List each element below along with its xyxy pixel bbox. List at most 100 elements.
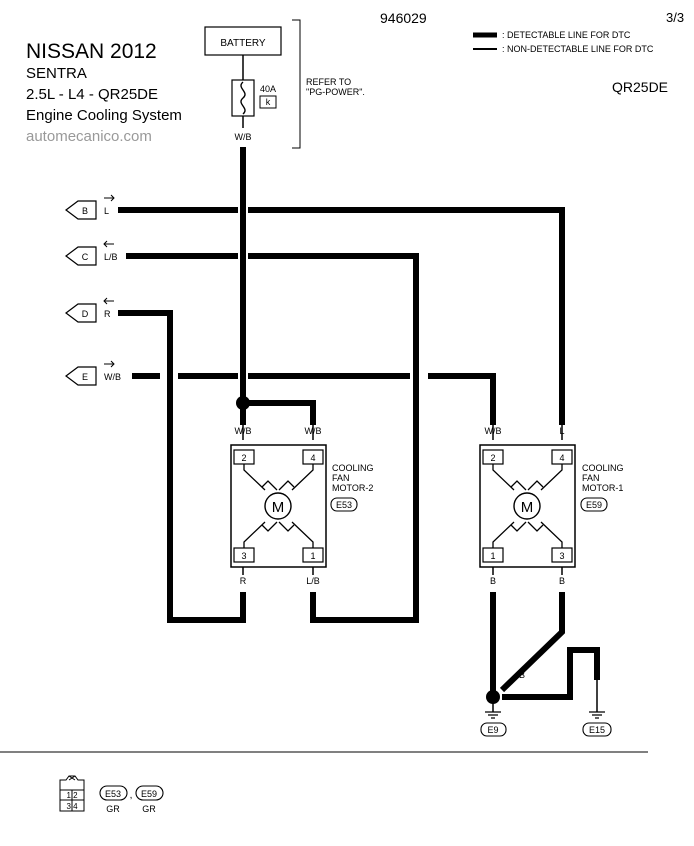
motor1-pin-bl: 1 <box>490 551 495 561</box>
footer-color2: GR <box>142 804 156 814</box>
motor1-wire-br: B <box>559 576 565 586</box>
motor1-pin-tr: 4 <box>559 453 564 463</box>
motor2-brushes <box>261 480 295 532</box>
motor1-wire-tl: W/B <box>485 426 502 436</box>
motor2-name-3: MOTOR-2 <box>332 483 373 493</box>
motor1-connector-id: E59 <box>586 500 602 510</box>
connector-d-arrow-icon <box>65 303 97 323</box>
ground-wire-right2: B <box>594 670 600 680</box>
title-engine: 2.5L - L4 - QR25DE <box>26 86 158 103</box>
motor2-pin-br: 1 <box>310 551 315 561</box>
fuse-icon <box>240 81 246 115</box>
motor2-wire-tr: W/B <box>305 426 322 436</box>
connector-face-pins-top: 1 2 <box>66 791 78 800</box>
connector-d-letter: D <box>82 309 89 319</box>
motor1-motor-icon <box>513 492 541 520</box>
fuse-id-box <box>259 95 277 109</box>
motor1-name-3: MOTOR-1 <box>582 483 623 493</box>
connector-c: C L/B <box>65 240 118 266</box>
motor2-wire-br: L/B <box>306 576 320 586</box>
motor2-motor-icon <box>264 492 292 520</box>
connector-b-arrow-icon <box>65 200 97 220</box>
ground-wire-diag: B <box>519 670 525 680</box>
refer-line-2: "PG-POWER". <box>306 87 365 97</box>
wire-e-wb-seg4 <box>428 373 496 425</box>
ground-wire-right1: B <box>567 670 573 680</box>
ground-e9-icon <box>485 711 501 719</box>
connector-b-letter: B <box>82 206 88 216</box>
motor2-name-2: FAN <box>332 473 350 483</box>
ground-e9-badge <box>480 722 507 737</box>
ground-e9-label: E9 <box>487 725 498 735</box>
connector-b: B L <box>65 194 115 220</box>
connector-d-direction-icon <box>103 297 114 305</box>
wire-e15-b <box>502 647 600 700</box>
battery-box <box>204 26 282 56</box>
page-number: 3/3 <box>666 10 684 25</box>
motor1-brushes <box>510 480 544 532</box>
motor2-wire-tl: W/B <box>235 426 252 436</box>
footer-conn1: E53 <box>105 789 121 799</box>
wire-d-r <box>118 310 246 623</box>
footer-conn1-badge <box>99 785 128 801</box>
motor1-symbol: M <box>521 499 534 516</box>
motor2-connector-badge <box>330 497 358 512</box>
wire-m1-pin3-b <box>499 592 565 693</box>
connector-face-top-icon <box>59 775 85 790</box>
detectable-wires <box>118 147 600 700</box>
title-make-year: NISSAN 2012 <box>26 40 157 63</box>
title-system: Engine Cooling System <box>26 107 182 124</box>
wire-b-l-seg2 <box>248 207 565 425</box>
legend-non-detectable-text: : NON-DETECTABLE LINE FOR DTC <box>502 44 654 54</box>
junction-dot <box>236 396 250 410</box>
fuse-rating: 40A <box>260 84 276 94</box>
motor2-name-1: COOLING <box>332 463 374 473</box>
motor2-wire-bl: R <box>240 576 247 586</box>
connector-d-wire: R <box>104 309 111 319</box>
figure-number: 946029 <box>380 10 427 26</box>
ground-e15-badge <box>582 722 612 737</box>
motor1-internal-wiring <box>492 464 563 548</box>
motor1-wire-tr: L <box>559 426 564 436</box>
refer-line-1: REFER TO <box>306 77 351 87</box>
footer-conn2: E59 <box>141 789 157 799</box>
connector-b-direction-icon <box>104 194 115 202</box>
title-model: SENTRA <box>26 65 87 82</box>
battery-wire-label: W/B <box>235 132 252 142</box>
motor2-pin-tl: 2 <box>241 453 246 463</box>
connector-e: E W/B <box>65 360 121 386</box>
connector-c-direction-icon <box>103 240 114 248</box>
cooling-fan-motor-2: W/B W/B 2 4 3 1 M COOLING FAN MOTOR-2 E5… <box>230 426 374 586</box>
motor2-pin-tr: 4 <box>310 453 315 463</box>
motor2-symbol: M <box>272 499 285 516</box>
motor1-pin-tl: 2 <box>490 453 495 463</box>
engine-code: QR25DE <box>612 79 668 95</box>
footer-color1: GR <box>106 804 120 814</box>
refer-bracket <box>292 19 301 149</box>
connector-c-letter: C <box>82 252 89 262</box>
watermark: automecanico.com <box>26 128 152 145</box>
footer-conn2-badge <box>135 785 164 801</box>
motor1-name-1: COOLING <box>582 463 624 473</box>
connector-c-wire: L/B <box>104 252 118 262</box>
motor1-connector-badge <box>580 497 608 512</box>
footer-connector-key: 1 2 3 4 E53 , E59 GR GR <box>59 775 164 814</box>
cooling-fan-motor-1: W/B L 2 4 1 3 M COOLING FAN MOTOR-1 E59 … <box>479 426 624 586</box>
wire-c-lb-seg2 <box>248 253 419 623</box>
motor1-pin-br: 3 <box>559 551 564 561</box>
footer-sep: , <box>130 790 133 801</box>
battery-label: BATTERY <box>220 38 266 49</box>
connector-c-arrow-icon <box>65 246 97 266</box>
motor2-internal-wiring <box>243 464 314 548</box>
connector-e-direction-icon <box>104 360 115 368</box>
ground-wire-left: B <box>490 667 496 677</box>
connector-e-arrow-icon <box>65 366 97 386</box>
connector-face-pins-bottom: 3 4 <box>66 802 78 811</box>
connector-e-wire: W/B <box>104 372 121 382</box>
connector-e-letter: E <box>82 372 88 382</box>
fuse-id: k <box>266 97 271 107</box>
ground-e15-icon <box>589 711 605 719</box>
motor1-wire-bl: B <box>490 576 496 586</box>
ground-section: B B B B E9 E15 <box>480 667 612 737</box>
